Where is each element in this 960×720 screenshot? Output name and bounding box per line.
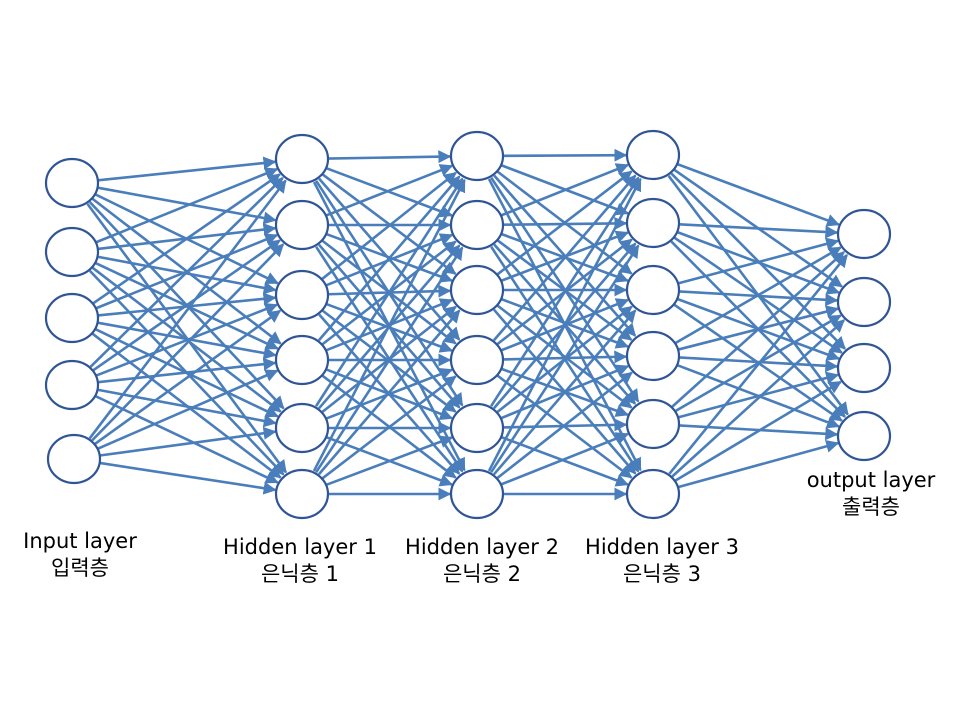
connection-arrow [99,461,277,495]
neuron-node-hidden2-5 [449,402,505,454]
connection-arrow [668,253,848,475]
neuron-node-hidden3-2 [625,197,681,249]
layer-name: output layer [806,468,936,492]
connection-arrow [97,186,277,225]
connection-arrow [671,319,845,478]
connection-arrow [95,303,279,377]
connection-arrow [490,244,640,473]
connection-arrow [314,177,464,407]
connection-arrow [492,309,637,476]
neuron-node-hidden2-3 [449,264,505,316]
connection-arrow [312,178,466,472]
neuron-node-hidden1-5 [274,402,330,454]
neuron-node-output-2 [836,276,892,328]
connection-arrow [489,176,640,407]
connection-arrow [676,162,840,227]
connection-arrow [95,167,279,244]
neuron-node-hidden1-3 [274,269,330,321]
layer-label-hidden-2: Hidden layer 2 은닉층 2 [405,534,559,588]
layer-name: Hidden layer 3 [585,535,739,559]
neuron-node-hidden3-1 [625,129,681,181]
connection-arrow [327,150,452,164]
connections-group [86,148,849,501]
connection-arrow [315,246,464,473]
neuron-node-hidden1-4 [274,334,330,386]
connection-arrow [678,223,839,239]
connection-arrow [92,239,281,372]
neuron-node-input-1 [44,157,100,209]
connection-arrow [97,369,279,450]
layer-label-hidden-1: Hidden layer 1 은닉층 1 [223,534,377,588]
neuron-node-input-2 [44,226,100,278]
neuron-node-output-1 [836,208,892,260]
neurons-group [44,129,892,520]
connection-arrow [500,432,630,486]
connection-arrow [677,237,840,285]
connection-arrow [321,171,457,280]
neuron-node-hidden2-1 [449,130,505,182]
neuron-node-hidden2-4 [449,334,505,386]
layer-name-korean: 은닉층 1 [260,562,339,586]
connection-arrow [674,380,842,482]
neuron-node-input-3 [44,292,100,344]
layer-label-hidden-3: Hidden layer 3 은닉층 3 [585,534,739,588]
neuron-node-hidden3-6 [625,468,681,520]
connection-arrow [492,174,637,342]
connection-arrow [674,246,842,345]
connection-arrow [496,170,633,276]
neuron-node-hidden3-5 [625,398,681,450]
connection-arrow [487,177,642,472]
connection-arrow [500,163,630,217]
neuron-node-hidden1-2 [274,199,330,251]
connection-arrow [97,357,277,384]
connection-arrow [97,388,277,428]
connection-arrow [317,175,461,342]
connection-arrow [325,164,454,217]
layer-name: Input layer [23,529,137,553]
connection-arrow [677,371,840,419]
layer-label-output: output layer 출력층 [807,467,936,521]
neuron-node-input-4 [44,359,100,411]
layer-name-korean: 출력층 [842,495,900,519]
layer-label-input: Input layer 입력층 [23,528,137,582]
neuron-node-hidden3-4 [625,330,681,382]
neuron-node-hidden3-3 [625,264,681,316]
connection-arrow [677,439,840,489]
connection-arrow [94,309,282,445]
connection-arrow [317,309,461,476]
connection-arrow [671,251,845,408]
connection-arrow [321,375,457,480]
connection-arrow [500,435,629,487]
layer-name: Hidden layer 2 [405,535,559,559]
connection-arrow [89,176,284,368]
connection-arrow [99,426,277,457]
neuron-node-hidden2-6 [449,468,505,520]
layer-name-korean: 입력층 [51,556,109,580]
layer-name: Hidden layer 1 [223,535,377,559]
connection-arrow [94,394,279,484]
neuron-node-hidden1-1 [274,133,330,185]
connection-arrow [88,179,287,440]
neuron-node-input-5 [46,433,102,485]
neuron-node-hidden1-6 [274,468,330,520]
connection-arrow [496,371,633,479]
connection-arrow [502,148,628,162]
connection-arrow [325,435,453,487]
layer-name-korean: 은닉층 3 [622,562,701,586]
neuron-node-hidden2-2 [449,199,505,251]
connection-arrow [97,156,277,182]
neuron-node-output-3 [836,342,892,394]
connection-arrow [91,243,285,442]
connection-arrow [92,173,281,305]
neuron-node-output-4 [836,410,892,462]
layer-name-korean: 은닉층 2 [442,562,521,586]
